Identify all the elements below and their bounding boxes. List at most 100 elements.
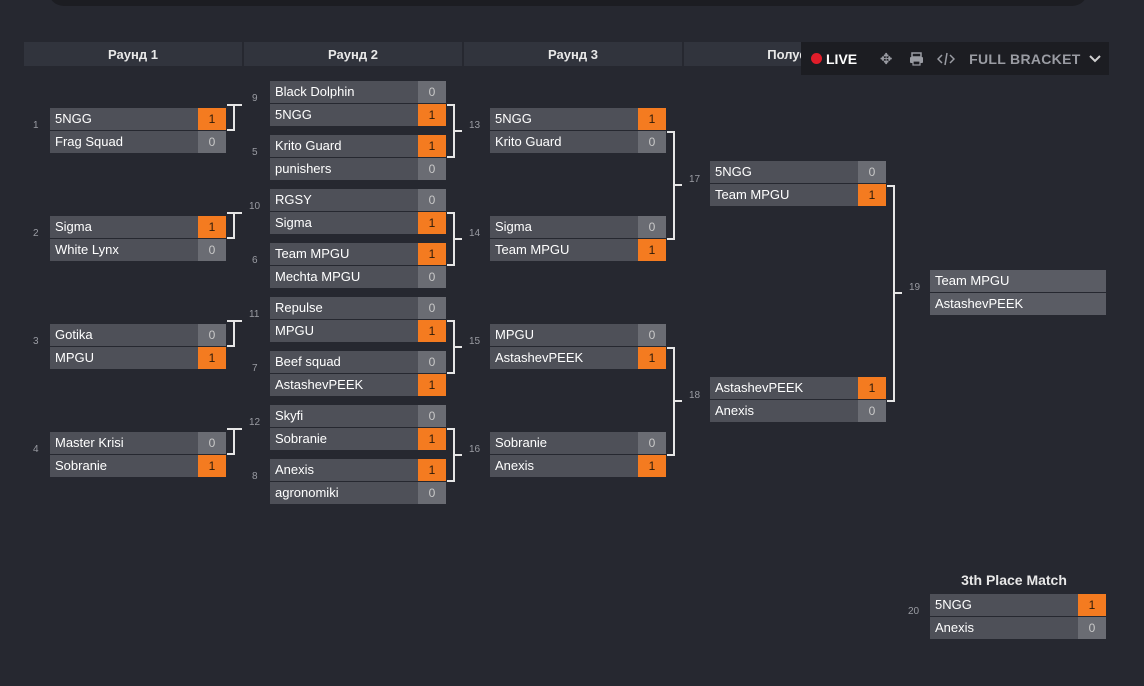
move-icon[interactable]: ✥ — [879, 50, 893, 68]
team-score: 0 — [418, 482, 446, 504]
live-dot-icon — [811, 53, 822, 64]
team-score: 0 — [638, 432, 666, 454]
full-bracket-label: FULL BRACKET — [969, 50, 1081, 67]
team-score: 0 — [418, 189, 446, 211]
team-score: 1 — [638, 347, 666, 369]
team-score: 1 — [638, 108, 666, 130]
team-name: 5NGG — [930, 594, 1078, 616]
team-name: agronomiki — [270, 482, 418, 504]
match-number: 9 — [252, 93, 258, 104]
connector-tail-18 — [675, 400, 682, 402]
team-score: 1 — [418, 135, 446, 157]
top-panel-edge — [48, 0, 1088, 6]
team-row[interactable]: AstashevPEEK — [930, 293, 1106, 315]
team-name: Krito Guard — [270, 135, 418, 157]
team-name: Anexis — [270, 459, 418, 481]
full-bracket-dropdown[interactable]: FULL BRACKET — [961, 50, 1101, 67]
team-name: Master Krisi — [50, 432, 198, 454]
team-name: 5NGG — [490, 108, 638, 130]
connector-tail-13 — [455, 130, 462, 132]
connector-10 — [227, 212, 235, 239]
match-number: 18 — [689, 390, 701, 401]
team-name: Team MPGU — [710, 184, 858, 206]
embed-code-icon[interactable] — [931, 52, 961, 66]
third-place-title: 3th Place Match — [961, 572, 1067, 588]
team-score: 0 — [638, 131, 666, 153]
team-score: 1 — [418, 243, 446, 265]
team-name: Sobranie — [50, 455, 198, 477]
connector-15 — [447, 320, 455, 374]
team-score: 1 — [418, 320, 446, 342]
team-name: 5NGG — [270, 104, 418, 126]
team-name: Mechta MPGU — [270, 266, 418, 288]
live-indicator[interactable]: LIVE — [801, 51, 871, 67]
connector-16 — [447, 428, 455, 482]
team-score: 0 — [418, 405, 446, 427]
team-score: 1 — [418, 459, 446, 481]
connector-tail-9 — [235, 104, 242, 106]
match-number: 14 — [469, 228, 481, 239]
print-icon[interactable] — [901, 51, 931, 66]
team-row[interactable]: Team MPGU — [930, 270, 1106, 292]
team-name: Anexis — [710, 400, 858, 422]
